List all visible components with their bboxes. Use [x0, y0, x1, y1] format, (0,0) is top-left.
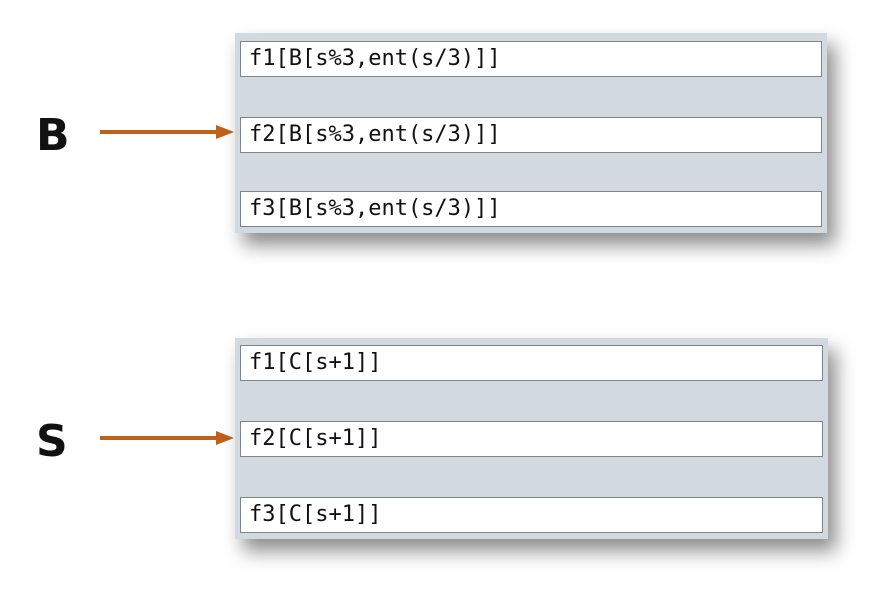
text-field-f1-b[interactable]: f1[B[s%3,ent(s/3)]]: [240, 41, 822, 77]
group-label-b: B: [36, 110, 70, 161]
field-panel-s: f1[C[s+1]] f2[C[s+1]] f3[C[s+1]]: [235, 338, 828, 539]
arrow-right-icon: [100, 122, 235, 142]
text-field-f1-s[interactable]: f1[C[s+1]]: [240, 345, 823, 381]
text-field-f2-b[interactable]: f2[B[s%3,ent(s/3)]]: [240, 117, 822, 153]
field-panel-b: f1[B[s%3,ent(s/3)]] f2[B[s%3,ent(s/3)]] …: [235, 33, 827, 233]
arrow-right-icon: [100, 428, 235, 448]
group-label-s: S: [36, 416, 68, 467]
text-field-f2-s[interactable]: f2[C[s+1]]: [240, 421, 823, 457]
text-field-f3-s[interactable]: f3[C[s+1]]: [240, 497, 823, 533]
text-field-f3-b[interactable]: f3[B[s%3,ent(s/3)]]: [240, 191, 822, 227]
